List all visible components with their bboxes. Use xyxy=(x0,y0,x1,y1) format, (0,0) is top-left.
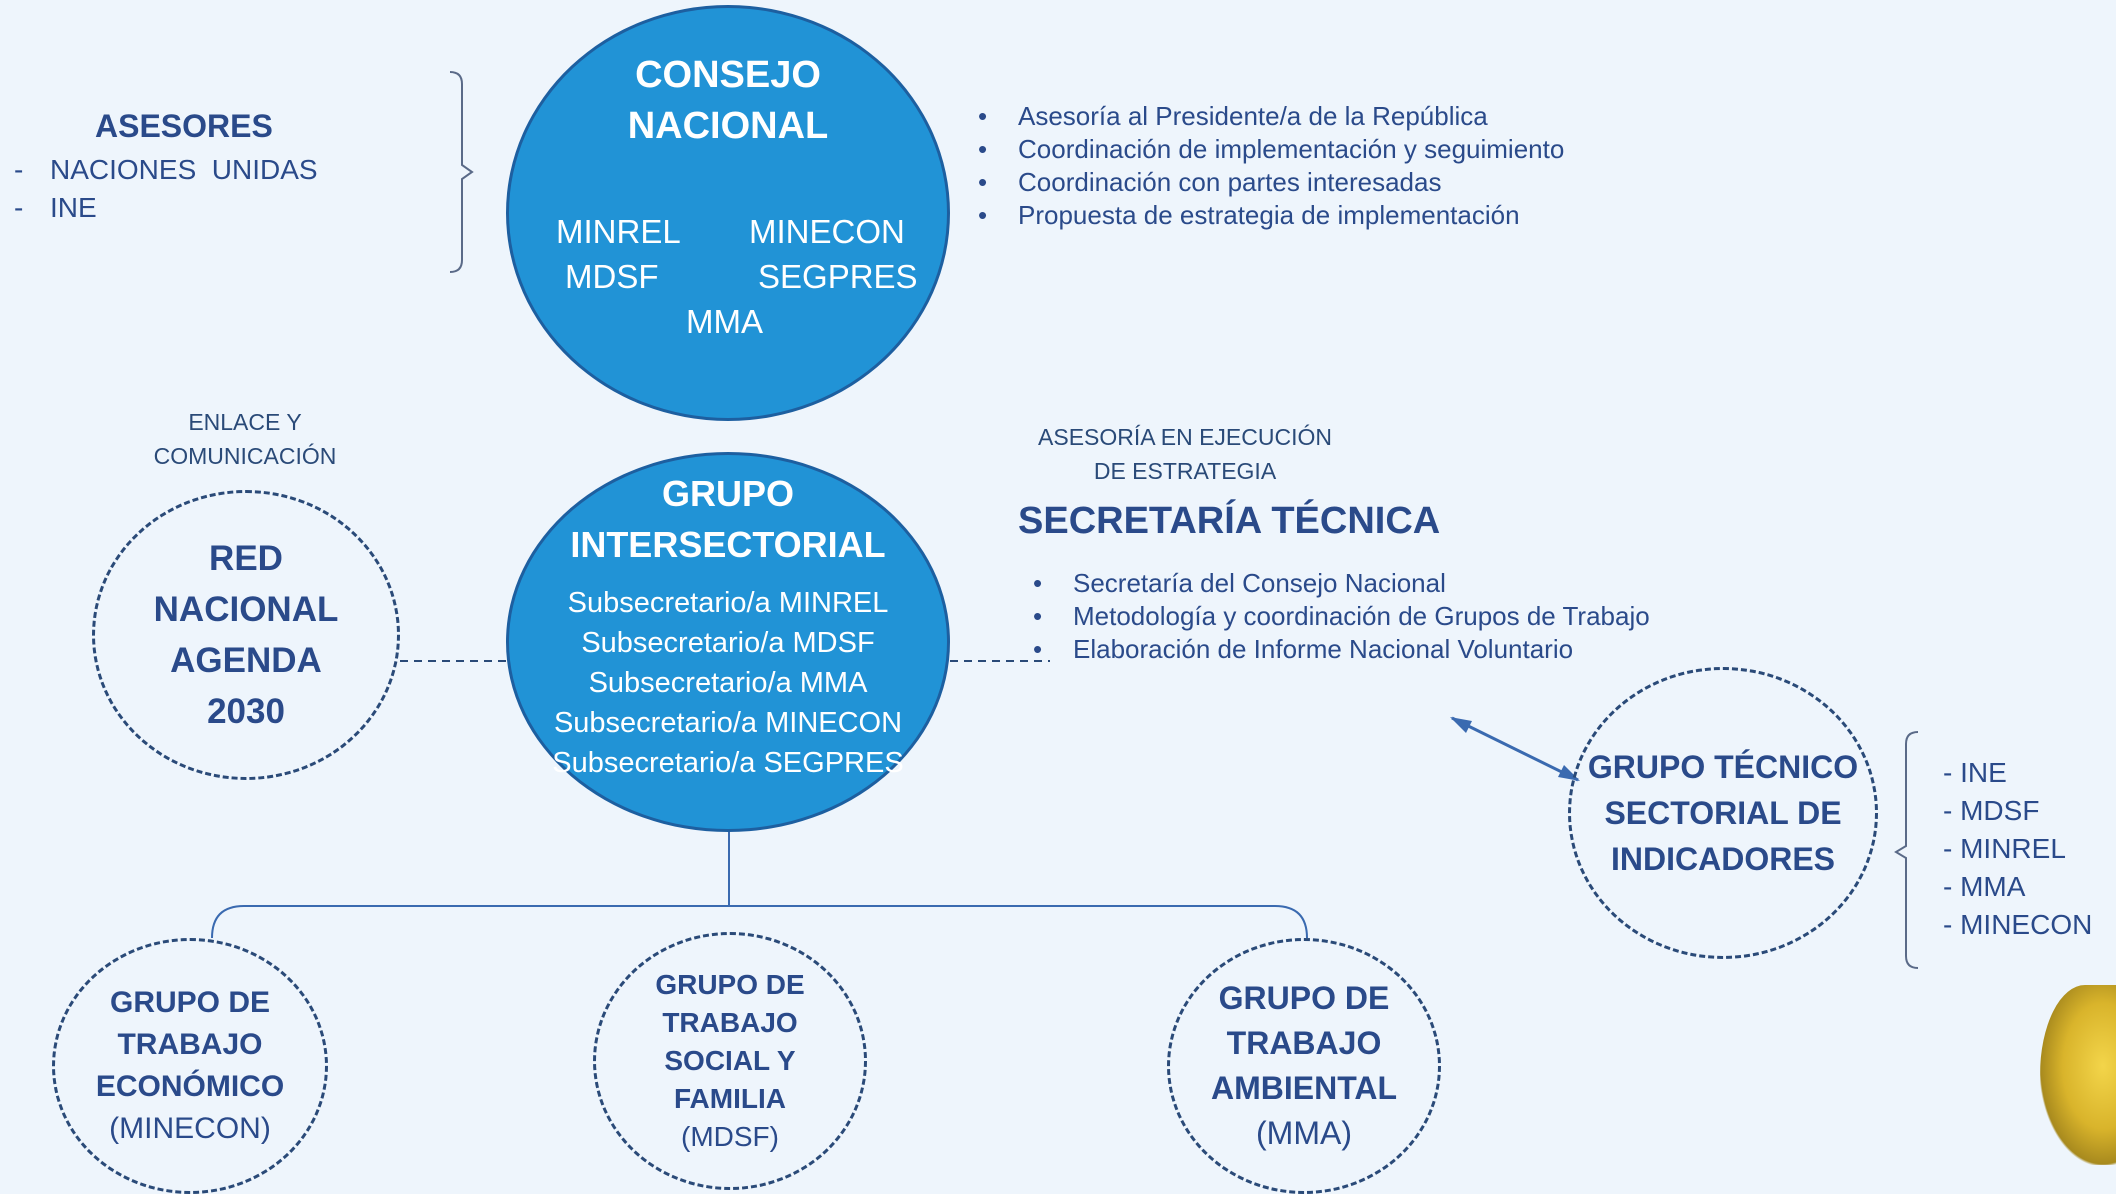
tecnico-member: - INE xyxy=(1943,757,2007,788)
secretaria-function-item: Elaboración de Informe Nacional Voluntar… xyxy=(1033,633,1650,666)
social-line5: (MDSF) xyxy=(681,1121,779,1152)
double-arrow xyxy=(1451,716,1579,782)
tecnico-member: - MMA xyxy=(1943,871,2026,902)
enlace-caption-line1: ENLACE Y xyxy=(188,409,302,435)
consejo-functions-list: Asesoría al Presidente/a de la República… xyxy=(978,100,1564,232)
consejo-title-1: CONSEJO xyxy=(635,54,821,96)
arrow-head-start xyxy=(1450,717,1472,733)
consejo-member-minecon: MINECON xyxy=(749,213,905,250)
intersectorial-member: Subsecretario/a MMA xyxy=(588,667,868,699)
consejo-function-item: Asesoría al Presidente/a de la República xyxy=(978,100,1564,133)
intersectorial-member: Subsecretario/a SEGPRES xyxy=(552,747,904,779)
tecnico-line3: INDICADORES xyxy=(1610,841,1835,877)
economico-line2: TRABAJO xyxy=(117,1028,263,1061)
consejo-member-minrel: MINREL xyxy=(556,213,681,250)
consejo-member-mdsf: MDSF xyxy=(565,258,659,295)
economico-line1: GRUPO DE xyxy=(109,986,271,1019)
secretaria-caption: ASESORÍA EN EJECUCIÓN DE ESTRATEGIA xyxy=(1030,420,1340,488)
tree-connector xyxy=(211,828,1308,939)
red-nacional-circle: RED NACIONAL AGENDA 2030 xyxy=(92,490,400,780)
intersectorial-member: Subsecretario/a MINREL xyxy=(567,587,889,619)
asesores-item-dash-2: - xyxy=(14,192,24,223)
social-line3: SOCIAL Y xyxy=(664,1045,796,1076)
tecnico-member: - MDSF xyxy=(1943,795,2040,826)
consejo-function-item: Propuesta de estrategia de implementació… xyxy=(978,199,1564,232)
grupo-tecnico-circle: GRUPO TÉCNICO SECTORIAL DE INDICADORES xyxy=(1568,667,1878,959)
economico-line4: (MINECON) xyxy=(109,1112,271,1145)
asesores-item-dash-1: - xyxy=(14,154,24,185)
grupo-intersectorial-circle: GRUPO INTERSECTORIAL Subsecretario/a MIN… xyxy=(506,452,950,832)
consejo-function-item: Coordinación de implementación y seguimi… xyxy=(978,133,1564,166)
ambiental-line3: AMBIENTAL xyxy=(1210,1070,1398,1106)
intersectorial-member: Subsecretario/a MDSF xyxy=(581,627,875,659)
consejo-member-segpres: SEGPRES xyxy=(758,258,918,295)
secretaria-caption-line2: DE ESTRATEGIA xyxy=(1093,458,1277,484)
tecnico-member: - MINECON xyxy=(1943,909,2093,940)
consejo-member-mma: MMA xyxy=(686,303,763,340)
tecnico-bracket xyxy=(1894,731,1919,969)
red-line3: AGENDA xyxy=(170,641,322,680)
asesores-title: ASESORES xyxy=(95,108,273,144)
asesores-bracket xyxy=(449,71,474,273)
ambiental-line1: GRUPO DE xyxy=(1218,980,1390,1016)
consejo-title-2: NACIONAL xyxy=(627,105,829,147)
economico-line3: ECONÓMICO xyxy=(95,1070,285,1103)
secretaria-function-item: Secretaría del Consejo Nacional xyxy=(1033,567,1650,600)
consejo-nacional-circle: CONSEJO NACIONAL MINREL MINECON MDSF SEG… xyxy=(506,5,950,421)
grupo-economico-circle: GRUPO DE TRABAJO ECONÓMICO (MINECON) xyxy=(52,938,328,1194)
social-line1: GRUPO DE xyxy=(655,969,805,1000)
intersectorial-title-2: INTERSECTORIAL xyxy=(570,524,886,565)
secretaria-function-item: Metodología y coordinación de Grupos de … xyxy=(1033,600,1650,633)
asesores-item-2: INE xyxy=(50,192,97,223)
red-line4: 2030 xyxy=(207,692,285,731)
tecnico-member: - MINREL xyxy=(1943,833,2066,864)
intersectorial-member: Subsecretario/a MINECON xyxy=(553,707,903,739)
tecnico-members-list: - INE - MDSF - MINREL - MMA - MINECON xyxy=(1943,754,2092,944)
red-line1: RED xyxy=(209,539,283,578)
tecnico-line1: GRUPO TÉCNICO xyxy=(1587,749,1859,785)
secretaria-title: SECRETARÍA TÉCNICA xyxy=(1018,500,1441,542)
enlace-caption: ENLACE Y COMUNICACIÓN xyxy=(130,405,360,473)
intersectorial-title-1: GRUPO xyxy=(661,473,794,514)
grupo-social-circle: GRUPO DE TRABAJO SOCIAL Y FAMILIA (MDSF) xyxy=(593,932,867,1190)
secretaria-caption-line1: ASESORÍA EN EJECUCIÓN xyxy=(1038,424,1332,450)
asesores-item-1: NACIONES UNIDAS xyxy=(50,154,318,185)
grupo-ambiental-circle: GRUPO DE TRABAJO AMBIENTAL (MMA) xyxy=(1167,938,1441,1194)
red-line2: NACIONAL xyxy=(153,590,339,629)
social-line4: FAMILIA xyxy=(674,1083,786,1114)
secretaria-functions-list: Secretaría del Consejo Nacional Metodolo… xyxy=(1033,567,1650,666)
ambiental-line4: (MMA) xyxy=(1256,1115,1352,1151)
enlace-caption-line2: COMUNICACIÓN xyxy=(153,443,337,469)
ambiental-line2: TRABAJO xyxy=(1226,1025,1382,1061)
social-line2: TRABAJO xyxy=(662,1007,798,1038)
decorative-leaf-image xyxy=(2040,985,2116,1165)
tecnico-line2: SECTORIAL DE xyxy=(1604,795,1842,831)
consejo-function-item: Coordinación con partes interesadas xyxy=(978,166,1564,199)
